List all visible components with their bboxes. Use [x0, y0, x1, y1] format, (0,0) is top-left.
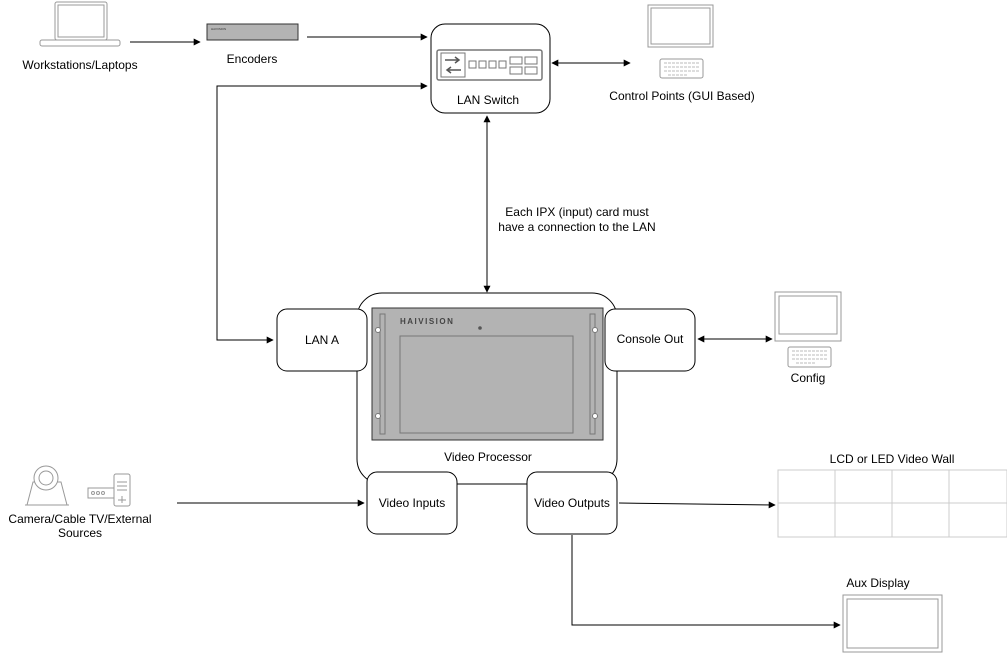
lan-switch-label: LAN Switch: [457, 93, 519, 107]
sources-label-line-1: Camera/Cable TV/External: [8, 512, 151, 526]
video-wall-icon: [777, 469, 1007, 538]
line-switch-lan-a: [216, 82, 428, 344]
lan-switch-node: LAN Switch: [430, 23, 551, 114]
cable-box-remote-icon: [87, 473, 131, 507]
camera-icon: [25, 465, 69, 506]
keyboard-icon: [659, 58, 704, 79]
aux-display-icon: [842, 594, 943, 653]
config-monitor-icon: [774, 291, 842, 342]
workstations-label: Workstations/Laptops: [22, 58, 137, 72]
laptop-icon: [39, 1, 121, 47]
monitor-icon: [647, 4, 714, 48]
network-switch-icon: [436, 49, 543, 81]
lan-a-box: [276, 308, 368, 372]
lan-a-label: LAN A: [305, 333, 339, 347]
video-processor-node: HAIVISION Video Processor: [356, 292, 618, 485]
encoders-label: Encoders: [227, 52, 278, 66]
console-out-label: Console Out: [617, 332, 684, 346]
note-line-1: Each IPX (input) card must: [505, 205, 649, 219]
video-processor-label: Video Processor: [444, 450, 532, 464]
svg-text:HAIVISION: HAIVISION: [211, 27, 226, 31]
video-wall-label: LCD or LED Video Wall: [830, 452, 955, 466]
sources-label-line-2: Sources: [58, 526, 102, 540]
video-inputs-box: [366, 471, 458, 535]
note-line-2: have a connection to the LAN: [498, 220, 655, 234]
processor-chassis-icon: HAIVISION: [371, 307, 604, 441]
line-outputs-aux: [571, 535, 841, 629]
encoder-device-icon: HAIVISION: [206, 23, 299, 41]
console-out-box: [604, 308, 696, 372]
arrow-outputs-wall: [618, 501, 776, 509]
video-outputs-label: Video Outputs: [534, 496, 610, 510]
aux-display-label: Aux Display: [846, 576, 909, 590]
haivision-logo: HAIVISION: [400, 317, 454, 326]
config-keyboard-icon: [787, 346, 832, 368]
video-inputs-label: Video Inputs: [379, 496, 446, 510]
control-points-label: Control Points (GUI Based): [609, 89, 754, 103]
config-label: Config: [791, 371, 826, 385]
video-outputs-box: [526, 471, 618, 535]
